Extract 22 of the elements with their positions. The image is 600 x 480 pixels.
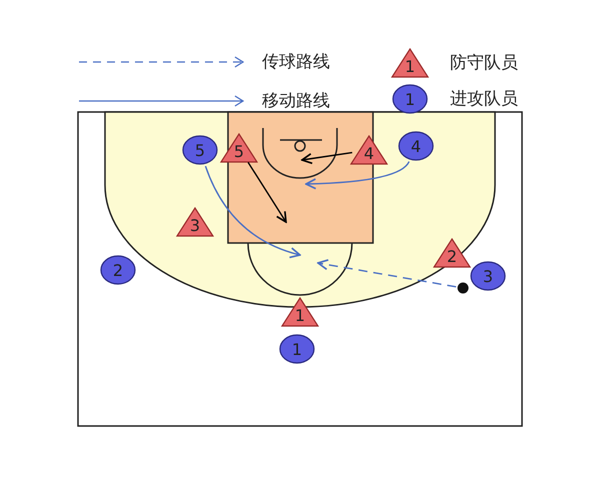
arrow	[305, 161, 410, 190]
attacker-circle: 5	[182, 135, 218, 165]
legend-text: 进攻队员	[450, 88, 518, 110]
attacker-circle: 4	[398, 131, 434, 161]
arrow	[248, 162, 287, 223]
defender-triangle: 1	[281, 297, 319, 327]
attacker-circle: 3	[470, 261, 506, 291]
defender-triangle: 3	[176, 207, 214, 237]
attacker-circle: 1	[279, 334, 315, 364]
ball-dot	[457, 282, 469, 294]
defender-triangle: 5	[220, 133, 258, 163]
legend-text: 移动路线	[262, 90, 330, 112]
arrow	[204, 166, 301, 258]
defender-triangle: 4	[350, 135, 388, 165]
arrow	[301, 152, 352, 164]
legend-text: 防守队员	[450, 52, 518, 74]
legend-text: 传球路线	[262, 51, 330, 73]
legend-circle: 1	[392, 84, 428, 114]
arrow	[317, 259, 456, 288]
attacker-circle: 2	[100, 255, 136, 285]
legend-triangle: 1	[391, 48, 429, 78]
defender-triangle: 2	[433, 238, 471, 268]
